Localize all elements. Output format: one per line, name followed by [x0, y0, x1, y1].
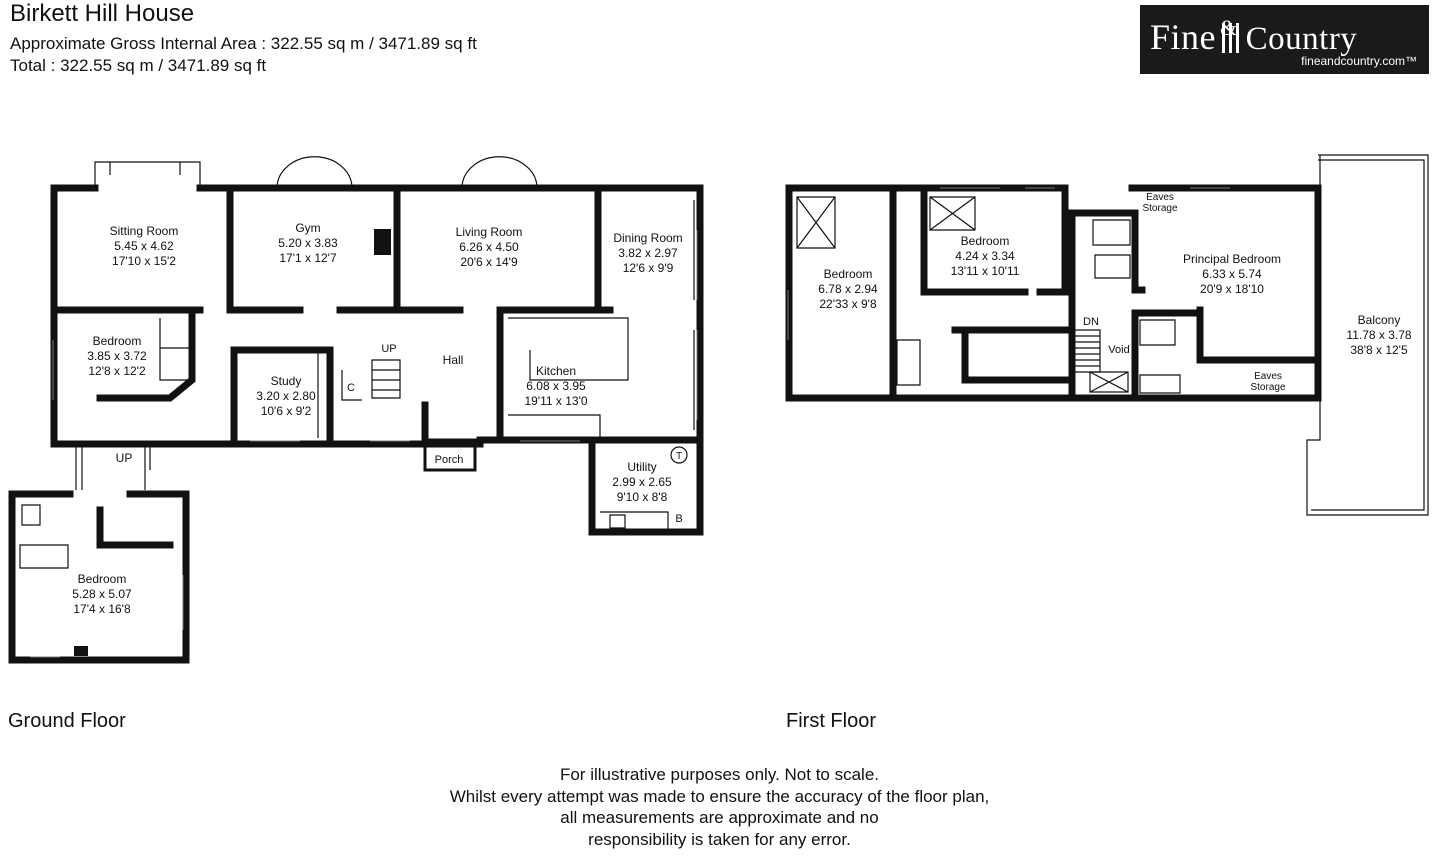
ground-floor-plan: [8, 156, 704, 664]
room-label-imperial: 20'9 x 18'10: [1200, 282, 1264, 296]
room-label-metric: 5.20 x 3.83: [278, 236, 338, 250]
first-floor-plan: [785, 154, 1429, 516]
room-label-imperial: 13'11 x 10'11: [951, 264, 1020, 278]
first-floor-label: First Floor: [786, 710, 876, 732]
room-label-metric: 3.20 x 2.80: [256, 389, 316, 403]
cupboard-label: C: [347, 382, 355, 394]
room-label-metric: 6.08 x 3.95: [526, 379, 586, 393]
gross-internal-area: Approximate Gross Internal Area : 322.55…: [10, 34, 477, 53]
room-label-name: Gym: [295, 221, 320, 235]
room-label-metric: 6.33 x 5.74: [1202, 267, 1262, 281]
disclaimer-line: responsibility is taken for any error.: [588, 829, 851, 849]
disclaimer: For illustrative purposes only. Not to s…: [0, 764, 1439, 850]
room-label-metric: 6.26 x 4.50: [459, 240, 519, 254]
room-label-imperial: 12'8 x 12'2: [88, 364, 146, 378]
room-label-metric: 3.85 x 3.72: [87, 349, 147, 363]
room-label-metric: 6.78 x 2.94: [818, 282, 878, 296]
eaves-label: Storage: [1142, 203, 1177, 214]
porch-label: Porch: [435, 454, 464, 466]
chimney-breast: [374, 229, 391, 255]
ground-floor-label: Ground Floor: [8, 710, 126, 732]
eaves-label: Eaves: [1146, 192, 1174, 203]
room-label-imperial: 19'11 x 13'0: [524, 394, 587, 408]
room-label-name: Bedroom: [824, 267, 873, 281]
room-label-metric: 3.82 x 2.97: [618, 246, 678, 260]
total-area: Total : 322.55 sq m / 3471.89 sq ft: [10, 56, 267, 75]
eaves-label: Storage: [1250, 382, 1285, 393]
logo-url: fineandcountry.com™: [1301, 54, 1417, 68]
property-title: Birkett Hill House: [10, 0, 195, 27]
room-label-metric: 5.45 x 4.62: [114, 239, 174, 253]
room-label-metric: 2.99 x 2.65: [612, 475, 672, 489]
logo-wordmark: Fine&Country: [1150, 15, 1358, 57]
ground-floor-room-labels: Sitting Room 5.45 x 4.62 17'10 x 15'2 Gy…: [72, 221, 682, 616]
room-label-imperial: 17'4 x 16'8: [73, 602, 131, 616]
room-label-name: Principal Bedroom: [1183, 252, 1281, 266]
disclaimer-line: For illustrative purposes only. Not to s…: [559, 765, 880, 784]
room-label-name: Bedroom: [93, 334, 142, 348]
porch-outline: [423, 438, 477, 472]
room-label-imperial: 9'10 x 8'8: [617, 490, 668, 504]
pillar-icon: [1222, 23, 1245, 53]
room-label-name: Bedroom: [78, 572, 127, 586]
first-floor-room-labels: Bedroom 6.78 x 2.94 22'33 x 9'8 Bedroom …: [818, 192, 1412, 393]
balcony-outline: [1306, 154, 1429, 516]
room-label-name: Utility: [627, 460, 656, 474]
room-label-imperial: 10'6 x 9'2: [261, 404, 312, 418]
room-label-name: Sitting Room: [110, 224, 179, 238]
room-label-imperial: 17'10 x 15'2: [112, 254, 176, 268]
void-label: Void: [1108, 344, 1129, 356]
room-label-imperial: 38'8 x 12'5: [1350, 343, 1408, 357]
room-label-metric: 4.24 x 3.34: [955, 249, 1015, 263]
boiler-label: B: [675, 513, 682, 525]
room-label-name: Dining Room: [613, 231, 682, 245]
disclaimer-line: all measurements are approximate and no: [560, 808, 879, 827]
fine-and-country-logo: Fine&Country fineandcountry.com™: [1140, 5, 1429, 74]
stairs-up-label: UP: [381, 343, 396, 355]
room-label-name: Study: [271, 374, 302, 388]
room-label-imperial: 22'33 x 9'8: [819, 297, 877, 311]
disclaimer-line: Whilst every attempt was made to ensure …: [449, 786, 990, 806]
hall-label: Hall: [443, 353, 464, 367]
room-label-imperial: 17'1 x 12'7: [279, 251, 337, 265]
tank-label: T: [676, 451, 682, 462]
room-label-name: Balcony: [1358, 313, 1401, 327]
room-label-imperial: 12'6 x 9'9: [623, 261, 674, 275]
room-label-imperial: 20'6 x 14'9: [460, 255, 518, 269]
stairs-down-label: DN: [1083, 316, 1099, 328]
eaves-label: Eaves: [1254, 371, 1282, 382]
room-label-name: Living Room: [456, 225, 523, 239]
room-label-name: Kitchen: [536, 364, 576, 378]
room-label-metric: 5.28 x 5.07: [72, 587, 132, 601]
room-label-name: Bedroom: [961, 234, 1010, 248]
room-label-metric: 11.78 x 3.78: [1346, 328, 1411, 342]
annex-up-label: UP: [116, 451, 133, 465]
